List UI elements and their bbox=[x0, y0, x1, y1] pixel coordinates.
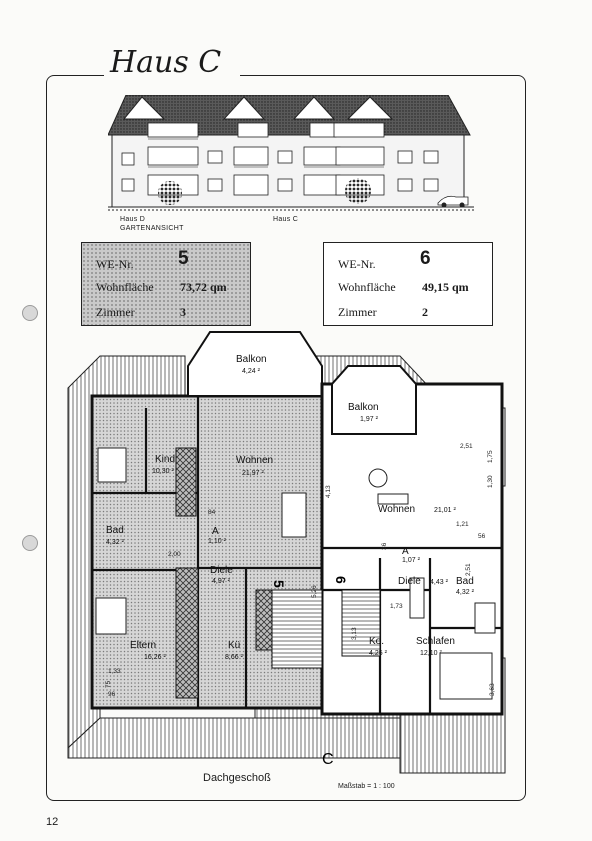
unit-mark-5: 5 bbox=[271, 580, 287, 588]
scale-label: Maßstab = 1 : 100 bbox=[338, 783, 395, 790]
room-name-wohnen-5: Wohnen bbox=[236, 455, 273, 466]
unit-info-box-5: WE-Nr. 5 Wohnfläche 73,72 qm Zimmer 3 bbox=[81, 242, 251, 326]
room-area-ko: 4,25 ² bbox=[369, 650, 388, 657]
area-value: 73,72 qm bbox=[180, 280, 227, 294]
room-name-a-6: A bbox=[402, 546, 409, 557]
floor-plan: 5 6 C Balkon 4,24 ² Kind 10,30 ² Wohnen … bbox=[67, 331, 506, 774]
we-label: WE-Nr. bbox=[96, 257, 134, 271]
area-value: 49,15 qm bbox=[422, 280, 469, 294]
room-area-diele-5: 4,97 ² bbox=[212, 578, 231, 585]
room-area-diele-6: 4,43 ² bbox=[430, 579, 449, 586]
unit-mark-6: 6 bbox=[333, 576, 349, 584]
room-area-bad-5: 4,32 ² bbox=[106, 539, 125, 546]
garden-elevation-drawing bbox=[108, 95, 474, 211]
floor-label: Dachgeschoß bbox=[203, 772, 271, 784]
dim-label: 84 bbox=[208, 509, 216, 516]
page-number: 12 bbox=[46, 816, 59, 828]
elevation-caption-view: GARTENANSICHT bbox=[120, 225, 184, 232]
dim-label: 75 bbox=[105, 680, 112, 688]
room-name-wohnen-6: Wohnen bbox=[378, 504, 415, 515]
room-name-balkon-6: Balkon bbox=[348, 402, 379, 413]
room-name-a-5: A bbox=[212, 526, 219, 537]
room-area-a-5: 1,10 ² bbox=[208, 538, 227, 545]
room-area-wohnen-6: 21,01 ² bbox=[434, 507, 456, 514]
dim-label: 3,13 bbox=[351, 627, 358, 640]
dim-label: 1,33 bbox=[108, 668, 121, 675]
room-name-balkon-5: Balkon bbox=[236, 354, 267, 365]
section-mark: C bbox=[322, 751, 334, 768]
room-area-balkon-5: 4,24 ² bbox=[242, 368, 261, 375]
room-area-eltern: 16,26 ² bbox=[144, 654, 166, 661]
dim-label: 5,26 bbox=[311, 585, 318, 598]
room-name-kind: Kind bbox=[155, 454, 175, 465]
room-name-diele-5: Diele bbox=[210, 565, 233, 576]
punch-hole-bottom bbox=[22, 535, 38, 551]
room-name-diele-6: Diele bbox=[398, 576, 421, 587]
dim-label: 36 bbox=[381, 542, 388, 550]
dim-label: 4,13 bbox=[325, 485, 332, 498]
page-title: Haus C bbox=[104, 40, 240, 86]
area-label: Wohnfläche bbox=[96, 280, 154, 294]
page-frame bbox=[46, 75, 526, 801]
dim-label: 1,75 bbox=[487, 450, 494, 463]
rooms-label: Zimmer bbox=[96, 305, 135, 319]
room-area-a-6: 1,07 ² bbox=[402, 557, 421, 564]
dim-label: 1,73 bbox=[390, 603, 403, 610]
unit-info-box-6: WE-Nr. 6 Wohnfläche 49,15 qm Zimmer 2 bbox=[323, 242, 493, 326]
elevation-caption-haus-d: Haus D bbox=[120, 216, 146, 223]
dim-label: 96 bbox=[108, 691, 116, 698]
dim-label: 3,63 bbox=[489, 683, 496, 696]
rooms-label: Zimmer bbox=[338, 305, 377, 319]
we-number: 5 bbox=[178, 248, 189, 269]
dim-label: 2,51 bbox=[460, 443, 473, 450]
room-area-kind: 10,30 ² bbox=[152, 468, 174, 475]
dim-label: 56 bbox=[478, 533, 486, 540]
room-area-kue: 8,66 ² bbox=[225, 654, 244, 661]
dim-label: 2,51 bbox=[465, 563, 472, 576]
room-name-ko: Ko. bbox=[369, 636, 384, 647]
we-number: 6 bbox=[420, 248, 431, 269]
room-name-schlafen: Schlafen bbox=[416, 636, 455, 647]
area-label: Wohnfläche bbox=[338, 280, 396, 294]
room-name-eltern: Eltern bbox=[130, 640, 156, 651]
room-name-bad-5: Bad bbox=[106, 525, 124, 536]
elevation-caption-haus-c: Haus C bbox=[273, 216, 299, 223]
dim-label: 1,21 bbox=[456, 521, 469, 528]
room-area-schlafen: 12,10 ² bbox=[420, 650, 442, 657]
punch-hole-top bbox=[22, 305, 38, 321]
room-area-bad-6: 4,32 ² bbox=[456, 589, 475, 596]
room-area-wohnen-5: 21,97 ² bbox=[242, 470, 264, 477]
rooms-value: 3 bbox=[180, 305, 186, 319]
we-label: WE-Nr. bbox=[338, 257, 376, 271]
dim-label: 1,30 bbox=[487, 475, 494, 488]
room-name-bad-6: Bad bbox=[456, 576, 474, 587]
dim-label: 2,00 bbox=[168, 551, 181, 558]
room-name-kue: Kü bbox=[228, 640, 240, 651]
room-area-balkon-6: 1,97 ² bbox=[360, 416, 379, 423]
rooms-value: 2 bbox=[422, 305, 428, 319]
